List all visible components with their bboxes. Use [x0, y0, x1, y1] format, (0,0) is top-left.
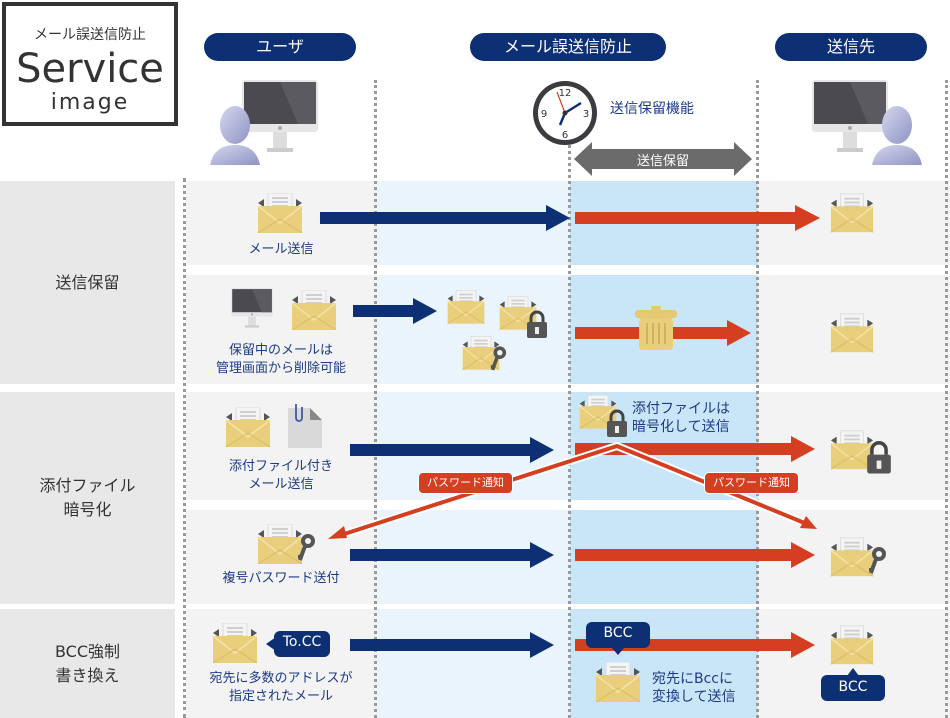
- clock-number-6: 6: [562, 130, 568, 141]
- row-label-encrypt-line1: 添付ファイル: [39, 476, 136, 495]
- service-logo: メール誤送信防止 Service image: [2, 2, 178, 126]
- clock-number-3: 3: [583, 109, 589, 120]
- hold-period-label: 送信保留: [636, 154, 689, 169]
- cell: [376, 609, 570, 718]
- send-arrow-navy: [320, 205, 570, 231]
- logo-subtitle: メール誤送信防止: [34, 27, 146, 43]
- logo-title: Service: [16, 46, 164, 92]
- received-mail-icon: [829, 193, 875, 233]
- mail-icon: [225, 407, 271, 447]
- password-notify-tag-right: パスワード通知: [704, 472, 799, 494]
- column-divider: [756, 80, 759, 718]
- column-divider: [945, 80, 948, 718]
- step-caption-line1: 添付ファイル付き: [228, 459, 333, 474]
- received-mail-icon: [829, 625, 875, 665]
- mail-icon: [257, 193, 303, 233]
- key-icon: [490, 346, 507, 371]
- clock-number-12: 12: [559, 88, 572, 99]
- encrypt-note: 添付ファイルは 暗号化して送信: [632, 400, 752, 436]
- step-caption: メール送信: [248, 242, 314, 257]
- deliver-arrow-red: [575, 542, 815, 568]
- encrypt-note-line1: 添付ファイルは: [632, 401, 730, 417]
- password-notify-arrows: [328, 441, 817, 540]
- held-mail-icon: [446, 290, 486, 324]
- row-label-encrypt: 添付ファイル暗号化: [0, 392, 175, 604]
- bcc-note: 宛先にBccに 変換して送信: [652, 670, 752, 706]
- recipient-bcc-bubble: [821, 668, 885, 701]
- lock-icon: [526, 310, 548, 338]
- send-arrow-navy: [350, 437, 554, 463]
- step-caption-line2: メール送信: [248, 477, 314, 492]
- recipient-computer-icon: [812, 80, 922, 165]
- mail-icon: [212, 623, 258, 663]
- key-icon: [297, 534, 315, 561]
- cell: [186, 392, 376, 500]
- step-caption-line1: 宛先に多数のアドレスが: [209, 671, 353, 686]
- tocc-tag-bubble: [266, 631, 330, 657]
- row-label-bcc-line2: 書き換え: [55, 665, 120, 685]
- step-caption-line2: 管理画面から削除可能: [215, 361, 346, 376]
- hold-feature-label: 送信保留機能: [610, 101, 694, 117]
- clock-icon: 12 3 6 9: [533, 81, 597, 145]
- clock-number-9: 9: [541, 109, 547, 120]
- column-divider: [374, 80, 377, 718]
- bcc-tag-bubble: [586, 622, 650, 655]
- step-caption-line2: 指定されたメール: [228, 689, 333, 704]
- logo-caption: image: [50, 90, 130, 115]
- send-arrow-navy: [350, 632, 554, 658]
- password-notify-tag-left: パスワード通知: [418, 472, 513, 494]
- tocc-tag: To.CC: [282, 634, 322, 650]
- row-label-bcc: BCC強制書き換え: [0, 609, 175, 718]
- step-caption: 保留中のメールは 管理画面から削除可能: [196, 342, 366, 378]
- converted-mail-icon: [595, 662, 641, 702]
- row-label-encrypt-line2: 暗号化: [63, 500, 112, 519]
- deliver-arrow-red: [575, 205, 820, 231]
- cell: [186, 609, 376, 718]
- trash-icon: [635, 306, 677, 350]
- bcc-note-line1: 宛先にBccに: [652, 671, 733, 687]
- column-header-service: メール誤送信防止: [470, 33, 666, 61]
- column-header-user: ユーザ: [204, 33, 356, 61]
- column-divider: [183, 178, 186, 718]
- user-computer-icon: [210, 80, 318, 165]
- lock-icon: [606, 409, 628, 437]
- row-label-hold: 送信保留: [0, 181, 175, 384]
- attachment-file-icon: [288, 404, 322, 448]
- step-caption: 宛先に多数のアドレスが 指定されたメール: [196, 670, 366, 706]
- column-header-recipient: 送信先: [775, 33, 927, 61]
- lock-icon: [866, 440, 892, 474]
- step-caption: 添付ファイル付き メール送信: [206, 458, 356, 494]
- recipient-bcc-tag: BCC: [838, 679, 868, 695]
- bcc-tag: BCC: [603, 625, 633, 641]
- encrypt-note-line2: 暗号化して送信: [632, 419, 730, 435]
- bcc-note-line2: 変換して送信: [652, 689, 736, 705]
- step-caption: 複号パスワード送付: [222, 571, 340, 586]
- send-arrow-navy: [350, 542, 554, 568]
- mail-icon: [291, 290, 337, 330]
- column-divider: [568, 145, 571, 718]
- step-caption-line1: 保留中のメールは: [228, 343, 333, 358]
- row-label-bcc-line1: BCC強制: [54, 641, 121, 661]
- send-arrow-navy: [353, 298, 437, 324]
- admin-monitor-icon: [231, 288, 273, 328]
- received-mail-icon: [829, 313, 875, 353]
- hold-period-arrow: [574, 142, 752, 176]
- cell: [186, 275, 376, 384]
- key-icon: [868, 547, 886, 574]
